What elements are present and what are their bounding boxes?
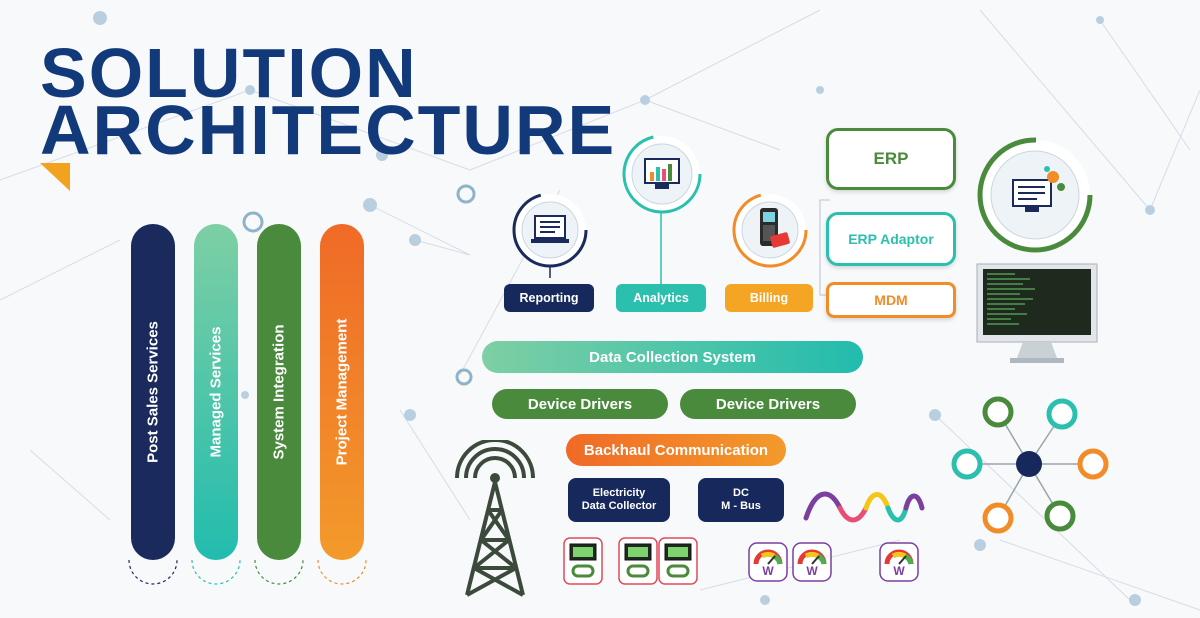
managed-services-pill: Managed Services (194, 224, 238, 560)
title-line-2: ARCHITECTURE (40, 91, 617, 169)
electricity-meter-icon (658, 537, 698, 585)
erp-bracket (819, 199, 830, 296)
device-drivers-bar-2: Device Drivers (680, 389, 856, 419)
electricity-data-collector-box: Electricity Data Collector (568, 478, 670, 522)
corner-triangle-icon (40, 163, 70, 191)
backhaul-communication-bar: Backhaul Communication (566, 434, 786, 466)
billing-label: Billing (725, 284, 813, 312)
analytics-label: Analytics (616, 284, 706, 312)
water-meter-symbol: W (762, 564, 774, 578)
electricity-dc-line-1: Electricity (592, 487, 646, 499)
project-management-label: Project Management (333, 318, 351, 466)
device-drivers-bar-1: Device Drivers (492, 389, 668, 419)
electricity-dc-line-2: Data Collector (581, 500, 657, 512)
electricity-meter-icon (618, 537, 658, 585)
water-meter-icon: W (748, 542, 788, 582)
terminal-monitor-icon (976, 263, 1098, 363)
water-meter-symbol: W (893, 564, 905, 578)
dc-mbus-box: DC M - Bus (698, 478, 784, 522)
water-meter-icon: W (879, 542, 919, 582)
water-meter-icon: W (792, 542, 832, 582)
communication-tower-icon (455, 440, 535, 597)
signal-wave-icon (803, 491, 925, 523)
mdm-box: MDM (826, 282, 956, 318)
system-integration-label: System Integration (270, 324, 288, 460)
dc-mbus-line-1: DC (733, 487, 749, 499)
erp-box: ERP (826, 128, 956, 190)
analytics-icon (622, 134, 702, 214)
analytics-connector (660, 212, 662, 287)
reporting-icon (512, 192, 588, 278)
water-meter-symbol: W (806, 564, 818, 578)
hub-network-icon (951, 396, 1109, 534)
erp-adaptor-box: ERP Adaptor (826, 212, 956, 266)
project-management-pill: Project Management (320, 224, 364, 560)
title-line-1: SOLUTION (40, 34, 418, 112)
post-sales-services-label: Post Sales Services (144, 321, 162, 463)
electricity-meter-icon (563, 537, 603, 585)
system-integration-pill: System Integration (257, 224, 301, 560)
data-collection-system-bar: Data Collection System (482, 341, 863, 373)
managed-services-label: Managed Services (207, 326, 225, 458)
server-settings-icon (977, 137, 1093, 253)
electricity-meters (563, 537, 698, 585)
post-sales-services-pill: Post Sales Services (131, 224, 175, 560)
billing-icon (732, 192, 808, 268)
reporting-label: Reporting (504, 284, 594, 312)
pill-base-arcs (128, 559, 367, 585)
dc-mbus-line-2: M - Bus (721, 500, 761, 512)
